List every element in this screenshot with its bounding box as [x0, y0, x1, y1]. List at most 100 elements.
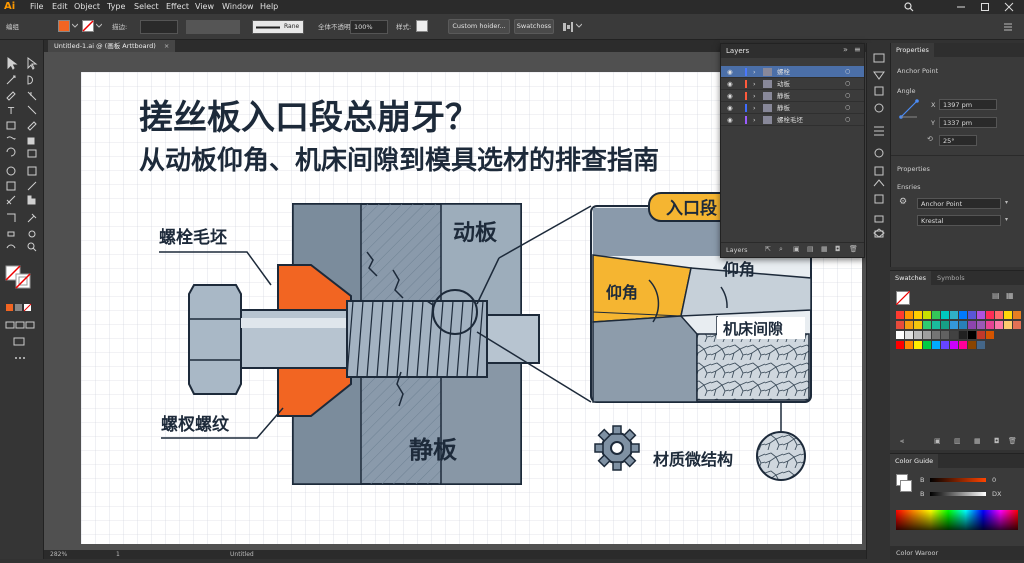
swatch[interactable] — [896, 311, 904, 319]
swatch[interactable] — [896, 331, 904, 339]
tab-symbols[interactable]: Symbols — [937, 274, 965, 282]
swatch[interactable] — [914, 341, 922, 349]
page-number[interactable]: 1 — [116, 551, 120, 558]
swatch[interactable] — [977, 341, 985, 349]
menu-view[interactable]: View — [195, 2, 214, 11]
layer-row[interactable]: ◉ › 动板 ○ — [721, 78, 864, 90]
swatch[interactable] — [977, 331, 985, 339]
panel-menu-icon[interactable]: ≡ — [854, 45, 861, 54]
swatch[interactable] — [932, 341, 940, 349]
swatch[interactable] — [959, 341, 967, 349]
swatch[interactable] — [950, 331, 958, 339]
swatch[interactable] — [995, 311, 1003, 319]
tab-properties[interactable]: Properties — [891, 43, 934, 57]
export-icon[interactable]: ⇱ — [765, 245, 771, 253]
chevron-down-icon[interactable] — [72, 23, 78, 29]
swatch[interactable] — [1004, 311, 1012, 319]
swatch[interactable] — [959, 331, 967, 339]
custom-holder-button[interactable]: Custom hoider... — [448, 19, 510, 34]
krestal-field[interactable]: Krestal — [917, 215, 1001, 226]
swatch[interactable] — [1004, 321, 1012, 329]
trash-icon[interactable]: 🗑 — [849, 245, 858, 253]
menu-file[interactable]: File — [30, 2, 44, 11]
graphic-style-swatch[interactable] — [416, 20, 428, 32]
swatch[interactable] — [923, 331, 931, 339]
brush-definition-field[interactable]: Rane — [252, 20, 304, 34]
swatch[interactable] — [914, 311, 922, 319]
new-sublayer-icon[interactable]: ▤ — [807, 245, 814, 253]
swatch[interactable] — [905, 321, 913, 329]
swatch[interactable] — [968, 321, 976, 329]
zoom-level[interactable]: 282% — [50, 551, 68, 558]
swatch[interactable] — [896, 321, 904, 329]
swatch[interactable] — [932, 311, 940, 319]
swatch[interactable] — [932, 331, 940, 339]
menu-edit[interactable]: Edit — [52, 2, 68, 11]
fill-color-swatch[interactable] — [58, 20, 70, 32]
swatch[interactable] — [905, 341, 913, 349]
new-swatch-icon[interactable]: ▦ — [974, 437, 981, 445]
swatch[interactable] — [959, 321, 967, 329]
swatch[interactable] — [914, 321, 922, 329]
swatch[interactable] — [905, 311, 913, 319]
angle-dial-icon[interactable] — [897, 97, 921, 121]
b-value[interactable]: 0 — [992, 476, 997, 484]
library-icon[interactable]: ⫷ — [900, 437, 904, 445]
maximize-icon[interactable] — [980, 2, 990, 12]
swatch[interactable] — [1013, 321, 1021, 329]
layer-row[interactable]: ◉ › 静板 ○ — [721, 102, 864, 114]
swatch[interactable] — [977, 311, 985, 319]
swatch[interactable] — [941, 341, 949, 349]
target-icon[interactable]: ○ — [845, 80, 851, 87]
swatch[interactable] — [950, 311, 958, 319]
swatch[interactable] — [977, 321, 985, 329]
document-tab[interactable]: Untitled-1.ai @ (画板 Arttboard) × — [48, 40, 176, 52]
minimize-icon[interactable] — [956, 2, 966, 12]
target-icon[interactable]: ○ — [845, 68, 851, 75]
swatch[interactable] — [896, 341, 904, 349]
stroke-none-icon[interactable] — [82, 20, 94, 32]
swatch[interactable] — [923, 321, 931, 329]
swatches-button[interactable]: Swatchoss — [514, 19, 554, 34]
target-icon[interactable]: ○ — [845, 92, 851, 99]
swatch[interactable] — [986, 331, 994, 339]
menu-help[interactable]: Help — [260, 2, 279, 11]
chevron-down-icon[interactable]: ▾ — [1005, 199, 1009, 206]
chevron-right-icon[interactable]: › — [753, 68, 756, 76]
swatch[interactable] — [941, 331, 949, 339]
swatch[interactable] — [932, 321, 940, 329]
swatch-group-icon[interactable]: ▣ — [934, 437, 941, 445]
swatch[interactable] — [968, 311, 976, 319]
close-tab-icon[interactable]: × — [163, 42, 170, 50]
swatch[interactable] — [968, 341, 976, 349]
trash-icon[interactable]: 🗑 — [1008, 437, 1017, 445]
tab-color-guide[interactable]: Color Guide — [890, 454, 939, 468]
swatch[interactable] — [950, 321, 958, 329]
stroke-weight-field[interactable] — [140, 20, 178, 34]
swatch[interactable] — [905, 331, 913, 339]
value-slider[interactable] — [930, 492, 986, 496]
layer-row[interactable]: ◉ › 静板 ○ — [721, 90, 864, 102]
chevron-down-icon[interactable] — [96, 23, 102, 29]
target-icon[interactable]: ○ — [845, 116, 851, 123]
collapse-icon[interactable]: » — [843, 45, 848, 54]
color-spectrum[interactable] — [896, 510, 1018, 530]
new-layer-icon[interactable]: ▦ — [821, 245, 828, 253]
y-field[interactable]: 1337 pm — [939, 117, 997, 128]
swatch[interactable] — [923, 311, 931, 319]
swatch[interactable] — [959, 311, 967, 319]
clip-mask-icon[interactable]: ▣ — [793, 245, 800, 253]
layer-row[interactable]: ◉ › 螺栓毛坯 ○ — [721, 114, 864, 126]
brightness-slider[interactable] — [930, 478, 986, 482]
d-value[interactable]: DX — [992, 490, 1002, 498]
eye-icon[interactable]: ◉ — [727, 104, 733, 112]
chevron-down-icon[interactable]: ▾ — [1005, 216, 1009, 223]
locate-icon[interactable]: ⌕ — [779, 245, 783, 253]
search-icon[interactable] — [904, 2, 914, 12]
eye-icon[interactable]: ◉ — [727, 92, 733, 100]
eye-icon[interactable]: ◉ — [727, 68, 733, 76]
eye-icon[interactable]: ◉ — [727, 80, 733, 88]
swatch[interactable] — [941, 311, 949, 319]
variable-width-field[interactable] — [186, 20, 240, 34]
swatch[interactable] — [923, 341, 931, 349]
